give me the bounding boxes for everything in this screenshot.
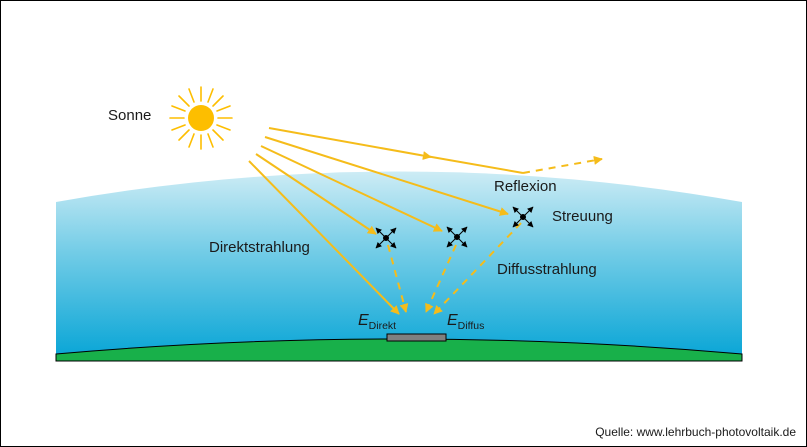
label-scattering: Streuung — [552, 208, 613, 225]
label-diffuse-radiation: Diffusstrahlung — [497, 261, 597, 278]
scatter-point-icon — [512, 206, 534, 228]
e-direct-subscript: Direkt — [368, 320, 397, 332]
label-e-diffuse: EDiffus — [447, 313, 484, 332]
ray-diffuse-1 — [387, 244, 409, 313]
ray-reflection-in — [268, 127, 432, 161]
source-credit: Quelle: www.lehrbuch-photovoltaik.de — [595, 425, 796, 439]
e-diffuse-subscript: Diffus — [457, 320, 485, 332]
ray-to-scatter-1 — [255, 153, 377, 235]
solar-module-icon — [386, 333, 447, 342]
label-direct-radiation: Direktstrahlung — [209, 239, 310, 256]
label-reflection: Reflexion — [494, 178, 557, 195]
scatter-point-icon — [446, 226, 468, 248]
label-sun: Sonne — [108, 107, 152, 124]
ray-direct — [248, 160, 400, 315]
sun-icon — [169, 86, 233, 150]
ray-to-scatter-3 — [264, 136, 509, 216]
e-direct-symbol: E — [358, 312, 369, 329]
ray-diffuse-3 — [433, 222, 522, 315]
ray-reflection-in-2 — [425, 155, 524, 174]
scatter-point-icon — [375, 227, 397, 249]
ray-to-scatter-2 — [260, 145, 443, 232]
atmosphere — [56, 171, 742, 358]
e-diffuse-symbol: E — [447, 312, 458, 329]
label-e-direct: EDirekt — [358, 313, 396, 332]
ray-reflection-out — [522, 155, 603, 174]
